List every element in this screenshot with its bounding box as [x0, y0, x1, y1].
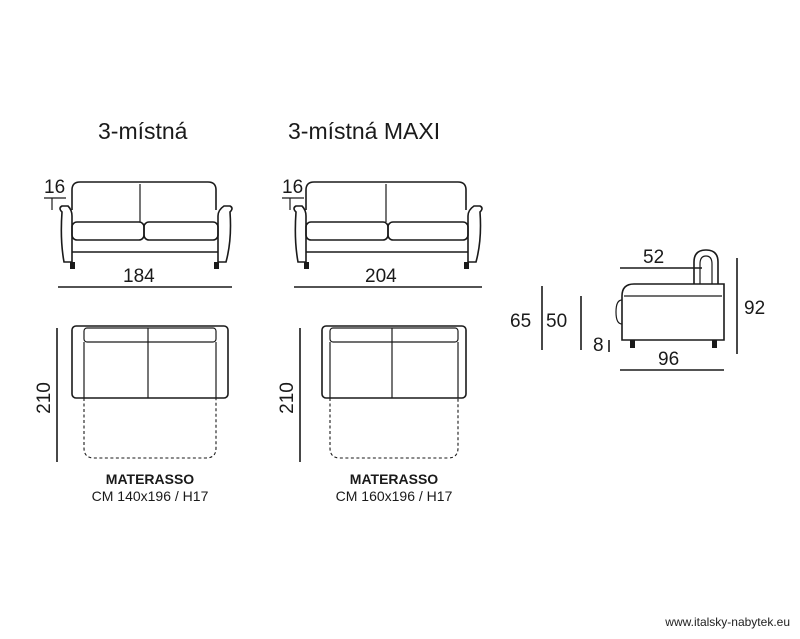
- sofa-outline-top: [321, 325, 467, 399]
- top-view-bed: 210 MATERASSO CM 140x196 / H17: [34, 325, 229, 504]
- sofa-backrest: [71, 181, 217, 210]
- depth-label: 210: [34, 382, 55, 414]
- depth-label: 210: [277, 382, 298, 414]
- side-leg-back: [712, 340, 717, 348]
- mattress-outline: [329, 398, 459, 459]
- leg-right: [464, 262, 469, 269]
- side-arm-front: [615, 299, 623, 325]
- seat-cushion-left: [71, 221, 145, 241]
- mattress-outline: [83, 398, 217, 459]
- arm-height-label: 16: [44, 177, 65, 198]
- sofa-backrest: [305, 181, 467, 210]
- seat-cushion-right: [143, 221, 219, 241]
- backrest-top: [329, 327, 459, 343]
- model-title: 3-místná MAXI: [288, 118, 440, 144]
- front-view-sofa: 16 184: [44, 177, 233, 288]
- sofa-outline-top: [71, 325, 229, 399]
- mattress-label: MATERASSO: [350, 471, 439, 487]
- model-standard: 3-místná 16 184 210: [34, 118, 233, 504]
- leg-right: [214, 262, 219, 269]
- side-view: 52 65 50 8 96 92: [510, 247, 765, 371]
- backrest-top: [83, 327, 217, 343]
- mattress-size: CM 140x196 / H17: [92, 488, 209, 504]
- width-label: 184: [123, 266, 155, 287]
- left-armrest: [293, 205, 307, 263]
- width-label: 204: [365, 266, 397, 287]
- model-maxi: 3-místná MAXI 16 204 210: [277, 118, 483, 504]
- height-label: 92: [744, 298, 765, 319]
- seat-cushion-left: [305, 221, 389, 241]
- front-view-sofa: 16 204: [282, 177, 483, 288]
- side-backrest-inner: [699, 255, 713, 284]
- side-leg-front: [630, 340, 635, 348]
- website-link[interactable]: www.italsky-nabytek.eu: [664, 615, 790, 629]
- top-view-bed: 210 MATERASSO CM 160x196 / H17: [277, 325, 467, 504]
- left-armrest: [59, 205, 73, 263]
- right-armrest: [217, 205, 233, 263]
- seat-cushion-right: [387, 221, 469, 241]
- leg-height-label: 8: [593, 335, 604, 356]
- seat-depth-label: 52: [643, 247, 664, 268]
- mattress-size: CM 160x196 / H17: [336, 488, 453, 504]
- right-armrest: [467, 205, 483, 263]
- side-backrest: [693, 249, 719, 284]
- mattress-label: MATERASSO: [106, 471, 195, 487]
- total-seat-height-label: 65: [510, 311, 531, 332]
- arm-height-label: 16: [282, 177, 303, 198]
- model-title: 3-místná: [98, 118, 188, 144]
- side-seat-body: [621, 283, 725, 341]
- leg-left: [304, 262, 309, 269]
- leg-left: [70, 262, 75, 269]
- depth-label: 96: [658, 349, 679, 370]
- seat-height-label: 50: [546, 311, 567, 332]
